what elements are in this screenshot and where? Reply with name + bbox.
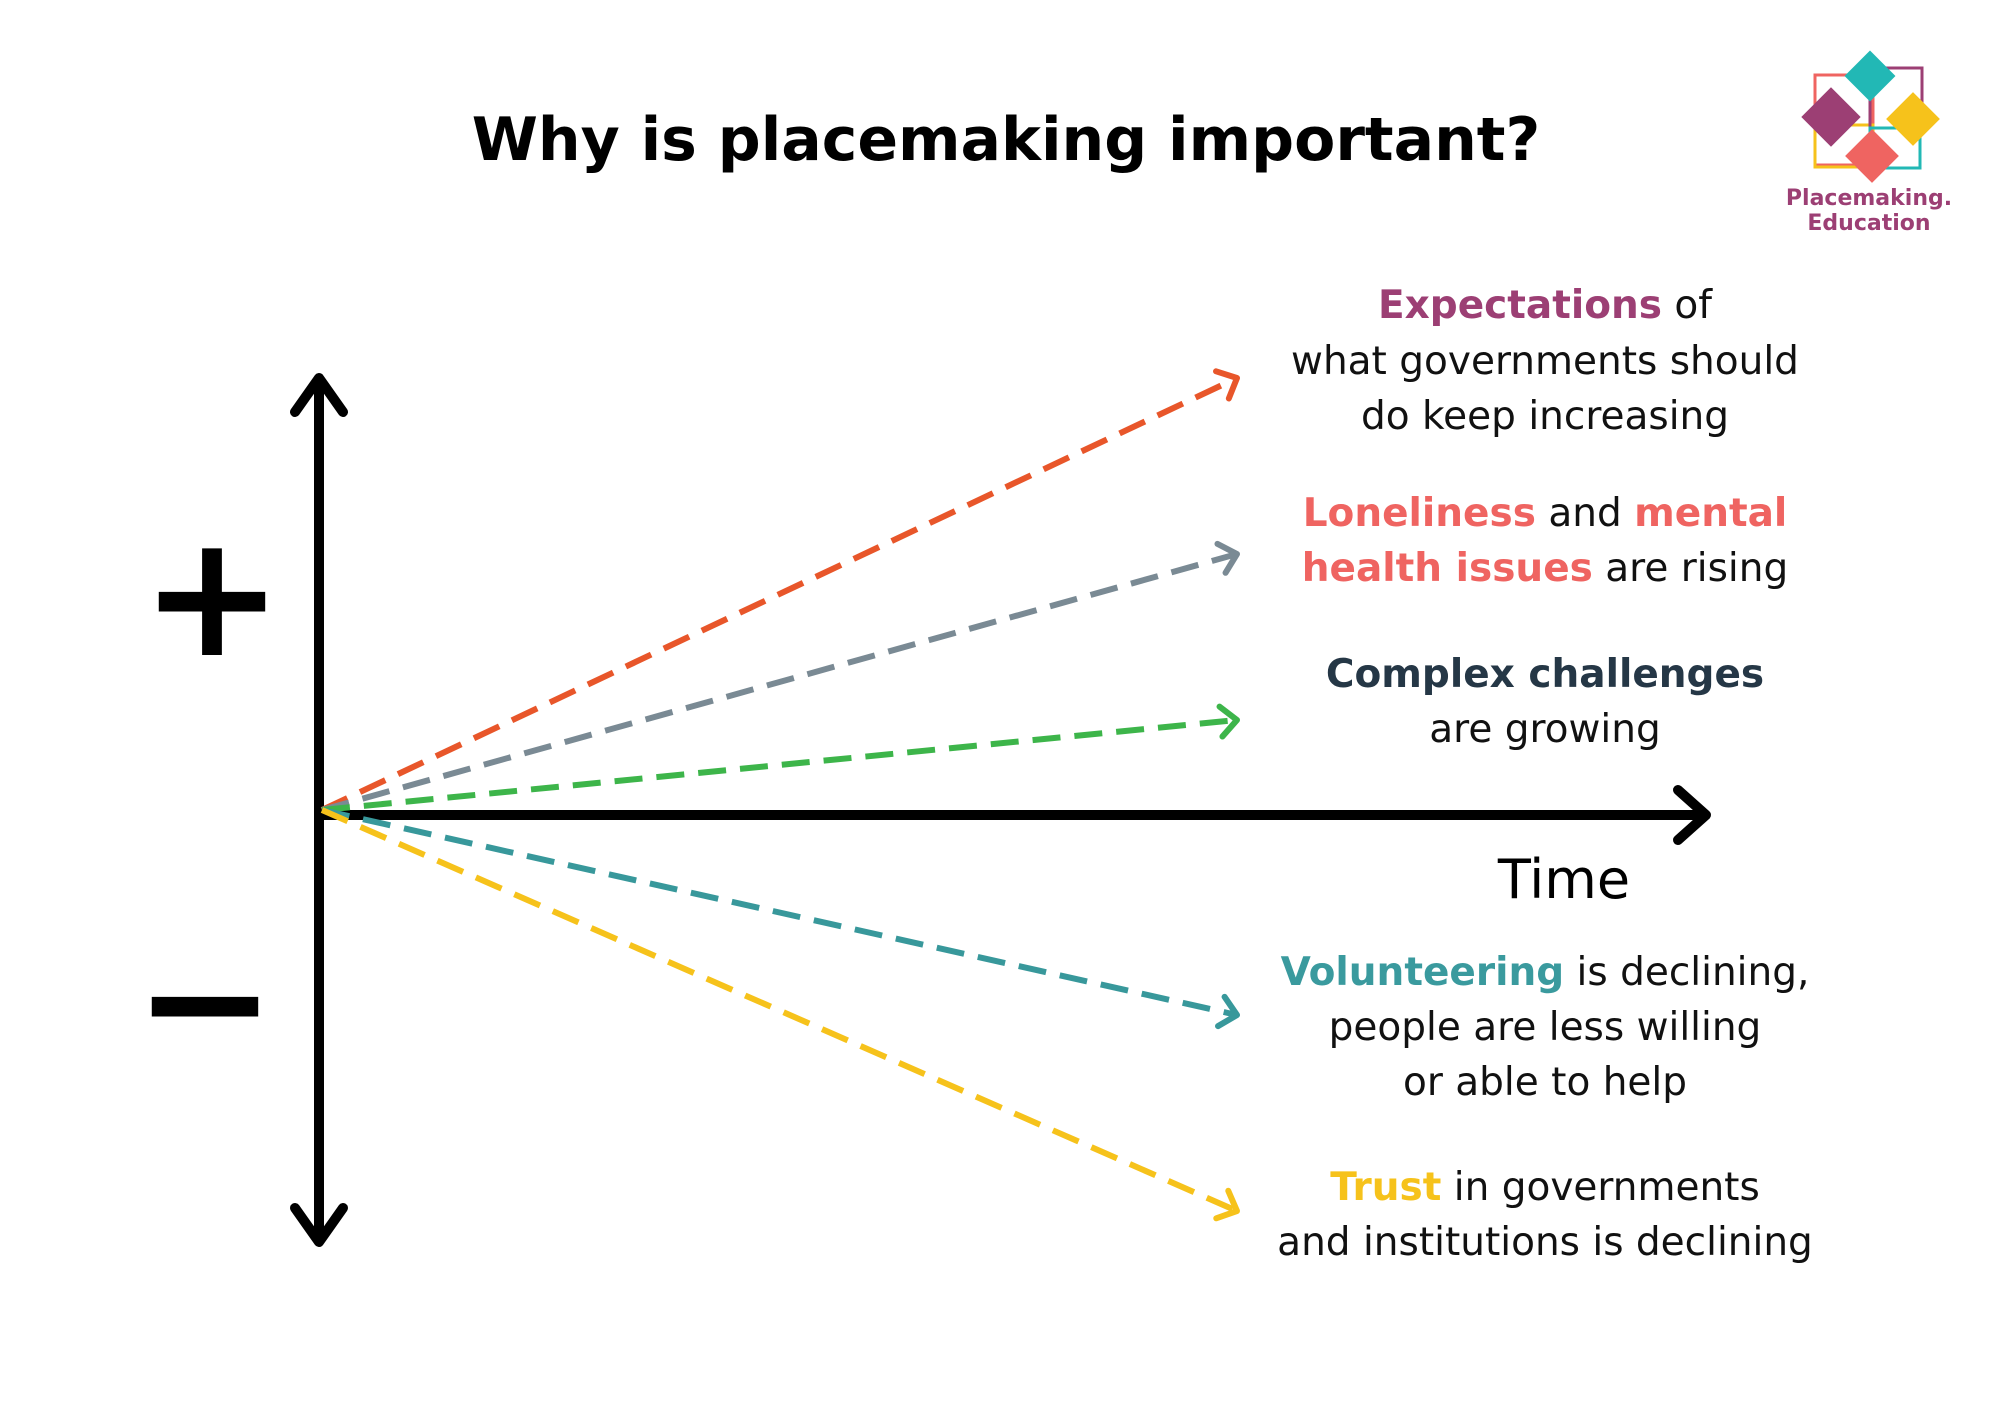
arrowhead-icon [1213,368,1240,402]
time-axis [314,785,1711,845]
highlight-text: Loneliness [1303,491,1536,536]
label-text: and institutions is declining [1277,1220,1813,1265]
label-line: what governments should [1291,339,1799,384]
label-line: do keep increasing [1361,394,1729,439]
label-line: people are less willing [1329,1005,1762,1050]
arrow-right-icon [1673,785,1711,845]
time-label: Time [1497,848,1630,911]
highlight-text: Expectations [1378,283,1662,328]
trend-label-loneliness: Loneliness and mental health issues are r… [1302,491,1789,591]
highlight-text: health issues [1302,546,1593,591]
label-line: or able to help [1403,1060,1687,1105]
label-line: Complex challenges [1326,652,1764,697]
logo-text-line1: Placemaking. [1786,186,1952,211]
trend-arrows [320,368,1240,1222]
plus-sign: + [141,498,283,696]
label-line: are growing [1429,707,1660,752]
arrowhead-icon [1214,540,1240,576]
trend-labels: Expectations of what governments should do… [1277,283,1813,1265]
trend-label-volunteering: Volunteering is declining, people are les… [1281,950,1810,1105]
label-line: Loneliness and mental [1303,491,1788,536]
arrowhead-icon [1213,1187,1240,1222]
highlight-text: Trust [1330,1165,1441,1210]
trend-arrow-trust [320,807,1240,1222]
arrowhead-icon [1215,993,1240,1030]
highlight-text: Complex challenges [1326,652,1764,697]
label-line: Trust in governments [1330,1165,1760,1210]
highlight-text: Volunteering [1281,950,1565,995]
label-line: Volunteering is declining, [1281,950,1810,995]
label-text: are rising [1593,546,1788,591]
trend-arrow-loneliness [321,540,1240,813]
page-title: Why is placemaking important? [472,105,1541,175]
logo-text-line2: Education [1807,211,1930,236]
minus-sign: − [134,903,276,1101]
label-text: is declining, [1564,950,1809,995]
label-text: do keep increasing [1361,394,1729,439]
label-text: of [1662,283,1713,328]
trend-arrow-expectations [320,368,1240,813]
trend-label-expectations: Expectations of what governments should do… [1291,283,1799,439]
arrow-down-icon [290,1203,348,1247]
label-text: or able to help [1403,1060,1687,1105]
trend-arrow-volunteering [321,807,1240,1030]
label-text: and [1536,491,1634,536]
label-text: are growing [1429,707,1660,752]
arrow-up-icon [290,373,348,417]
trend-label-complex-challenges: Complex challenges are growing [1326,652,1764,752]
label-text: people are less willing [1329,1005,1762,1050]
label-text: what governments should [1291,339,1799,384]
trend-label-trust: Trust in governments and institutions is … [1277,1165,1813,1265]
trend-arrow-complex-challenges [321,703,1240,813]
label-line: health issues are rising [1302,546,1789,591]
label-text: in governments [1441,1165,1759,1210]
arrowhead-icon [1216,703,1240,740]
highlight-text: mental [1634,491,1787,536]
label-line: and institutions is declining [1277,1220,1813,1265]
placemaking-education-logo: Placemaking. Education [1786,50,1952,236]
label-line: Expectations of [1378,283,1713,328]
